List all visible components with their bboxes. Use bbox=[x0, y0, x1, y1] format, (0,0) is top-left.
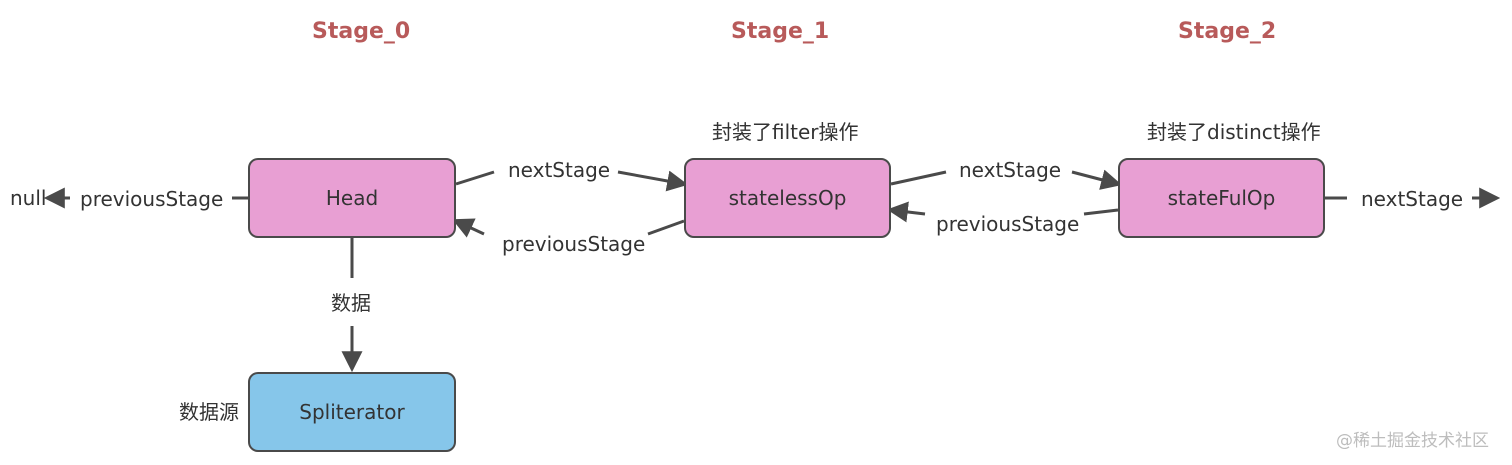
spliterator-node: Spliterator bbox=[248, 372, 456, 452]
arrow-head-to-stateless bbox=[617, 170, 689, 192]
stage-0-title: Stage_0 bbox=[312, 19, 411, 44]
filter-annotation: 封装了filter操作 bbox=[712, 120, 859, 144]
stage-1-title: Stage_1 bbox=[731, 19, 830, 44]
head-next-stage-label: nextStage bbox=[508, 158, 611, 182]
stateful-op-node-label: stateFulOp bbox=[1167, 186, 1276, 210]
arrow-stateless-to-stateful bbox=[1071, 169, 1123, 190]
line-stateless-previous-start bbox=[647, 219, 685, 236]
stateless-next-stage-label: nextStage bbox=[959, 158, 1062, 182]
stateless-previous-stage-label: previousStage bbox=[502, 232, 646, 256]
distinct-annotation: 封装了distinct操作 bbox=[1147, 120, 1321, 144]
stage-2-title: Stage_2 bbox=[1178, 19, 1277, 44]
head-previous-stage-label: previousStage bbox=[80, 187, 224, 211]
arrow-stateful-to-stateless bbox=[886, 201, 926, 223]
line-stateless-next-start bbox=[890, 170, 947, 186]
arrow-stateless-to-head bbox=[452, 218, 485, 238]
line-head-next-start bbox=[455, 170, 495, 186]
stateful-next-stage-label: nextStage bbox=[1361, 187, 1464, 211]
stateless-op-node-label: statelessOp bbox=[728, 186, 847, 210]
stateless-op-node: statelessOp bbox=[684, 158, 891, 238]
watermark: @稀土掘金技术社区 bbox=[1336, 431, 1489, 451]
spliterator-node-label: Spliterator bbox=[299, 400, 405, 424]
head-node: Head bbox=[248, 158, 456, 238]
null-label: null bbox=[10, 186, 47, 210]
line-stateful-previous-start bbox=[1083, 208, 1119, 216]
data-label: 数据 bbox=[331, 291, 371, 315]
stateful-op-node: stateFulOp bbox=[1118, 158, 1325, 238]
data-source-label: 数据源 bbox=[179, 400, 239, 424]
stateful-previous-stage-label: previousStage bbox=[936, 212, 1080, 236]
head-node-label: Head bbox=[325, 186, 379, 210]
